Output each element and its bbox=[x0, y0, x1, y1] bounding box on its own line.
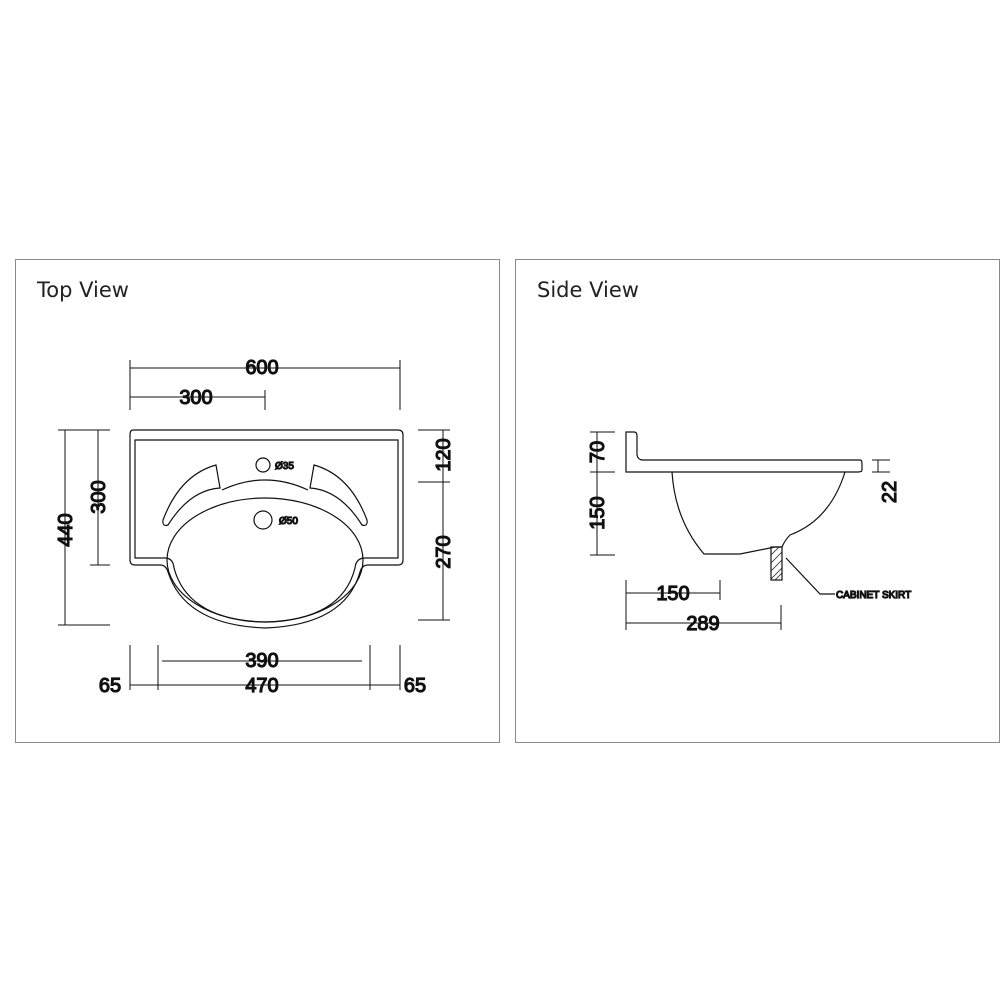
cabinet-skirt bbox=[770, 546, 783, 581]
dim-150-v: 150 bbox=[587, 496, 609, 529]
top-view-panel: Top View bbox=[15, 259, 500, 743]
tap-hole-label: Ø35 bbox=[275, 461, 294, 472]
top-view-dimension-lines bbox=[58, 360, 450, 690]
dim-70: 70 bbox=[587, 441, 609, 463]
side-view-dimension-lines bbox=[590, 431, 890, 630]
dim-150-h: 150 bbox=[656, 583, 689, 605]
dim-440: 440 bbox=[55, 513, 77, 546]
dim-120: 120 bbox=[433, 438, 455, 471]
dim-300-v: 300 bbox=[88, 480, 110, 513]
side-view-sink-profile bbox=[625, 431, 863, 555]
waste-hole-label: Ø50 bbox=[279, 516, 298, 527]
dim-22: 22 bbox=[879, 481, 901, 503]
dim-65-left: 65 bbox=[99, 675, 121, 697]
skirt-leader-line bbox=[785, 557, 835, 595]
dim-300-h: 300 bbox=[179, 387, 212, 409]
top-view-sink-outline bbox=[129, 429, 404, 629]
dim-65-right: 65 bbox=[404, 675, 426, 697]
dim-270: 270 bbox=[433, 535, 455, 568]
dim-600: 600 bbox=[245, 357, 278, 379]
dim-289: 289 bbox=[686, 613, 719, 635]
cabinet-skirt-label: CABINET SKIRT bbox=[836, 590, 911, 601]
side-view-panel: Side View bbox=[515, 259, 1000, 743]
dim-390: 390 bbox=[245, 650, 278, 672]
side-view-title: Side View bbox=[537, 278, 639, 302]
skirt-hatch bbox=[770, 546, 783, 581]
dim-470: 470 bbox=[245, 675, 278, 697]
top-view-title: Top View bbox=[37, 278, 129, 302]
